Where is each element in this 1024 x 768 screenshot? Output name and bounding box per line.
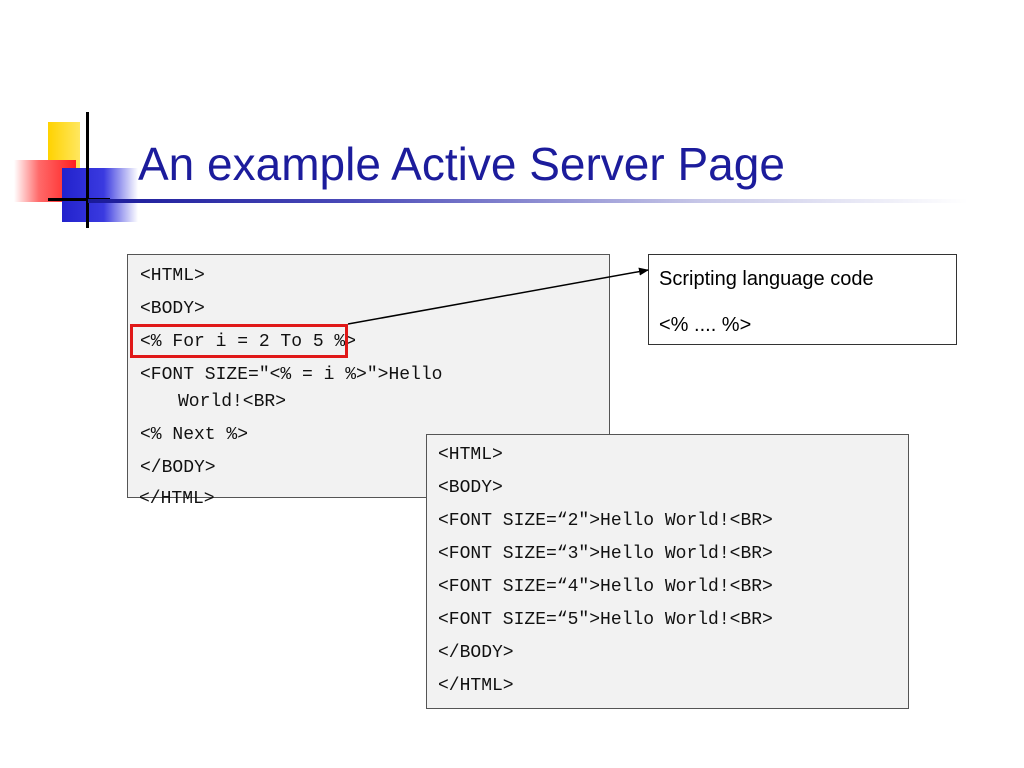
output-code-line: <FONT SIZE=“4">Hello World!<BR> [438,577,773,597]
title-underline-rule [88,199,968,203]
output-code-line: </HTML> [438,676,514,696]
logo-blue-block [62,168,138,222]
scripting-language-callout: Scripting language code <% .... %> [648,254,957,345]
output-code-line: <FONT SIZE=“5">Hello World!<BR> [438,610,773,630]
source-code-line: <FONT SIZE="<% = i %>">Hello [140,365,443,385]
output-code-line: <FONT SIZE=“3">Hello World!<BR> [438,544,773,564]
callout-label: Scripting language code [659,268,874,290]
logo-horizontal-line [48,198,110,201]
source-code-line: </BODY> [140,458,216,478]
callout-delimiters: <% .... %> [659,314,752,336]
source-code-line: </HTML> [139,489,215,509]
script-highlight-box [130,324,348,358]
output-code-line: <BODY> [438,478,503,498]
source-code-line: <% For i = 2 To 5 %> [140,332,357,352]
slide-title: An example Active Server Page [138,138,785,190]
source-code-line: <BODY> [140,299,205,319]
output-code-line: <FONT SIZE=“2">Hello World!<BR> [438,511,773,531]
source-code-line: World!<BR> [178,392,287,412]
logo-vertical-line [86,112,89,228]
html-output-code-box: <HTML> <BODY> <FONT SIZE=“2">Hello World… [426,434,909,709]
output-code-line: </BODY> [438,643,514,663]
source-code-line: <% Next %> [140,425,249,445]
source-code-line: <HTML> [140,266,205,286]
output-code-line: <HTML> [438,445,503,465]
